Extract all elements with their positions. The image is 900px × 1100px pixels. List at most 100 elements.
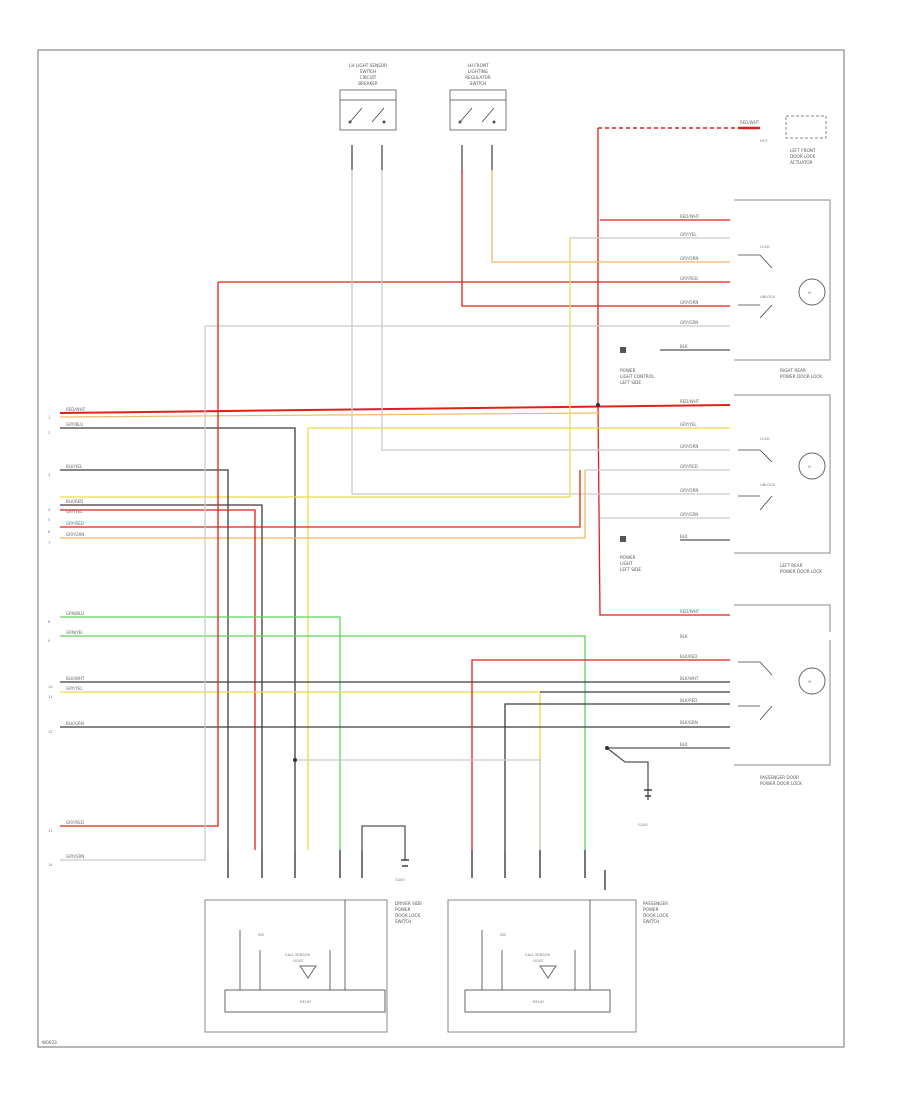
wire-green-2 xyxy=(60,635,586,850)
left-pin-number: 6 xyxy=(48,530,51,534)
passenger-relay-box xyxy=(464,989,611,1013)
lr-bottom-2: LIGHT xyxy=(620,561,633,566)
left-wire-label: BLK/YEL xyxy=(66,464,83,469)
right-switch-label-3: REGULATOR xyxy=(465,75,491,80)
left-switch-contact-a xyxy=(349,107,363,123)
lr-motor-icon xyxy=(798,452,826,480)
passenger-module-outline xyxy=(447,899,637,1033)
rr-motor-icon xyxy=(798,278,826,306)
driver-relay-box xyxy=(224,989,386,1013)
lr-wire-label: GRY/GRN xyxy=(680,512,698,517)
left-pin-number: 11 xyxy=(48,695,53,699)
lr-switch-1 xyxy=(738,449,773,463)
pass-motor-m: M xyxy=(808,680,811,684)
lr-wire-label: GRY/ORN xyxy=(680,488,698,493)
lr-wire-label: GRY/RED xyxy=(680,464,698,469)
lr-box xyxy=(734,394,831,554)
ground-passenger-label: G200 xyxy=(638,823,648,827)
left-wire-label: RED/WHT xyxy=(66,407,86,412)
left-switch-label-3: CIRCUIT xyxy=(360,75,377,80)
right-door-switch: LH FRONT LIGHTING REGULATOR SWITCH xyxy=(449,63,507,131)
left-wire-label: BLK/WHT xyxy=(66,676,85,681)
wire-pass-ground-drop xyxy=(606,747,649,800)
wire-left-5 xyxy=(60,470,581,528)
ground-left-module: G300 xyxy=(395,859,409,882)
driver-side-4: SWITCH xyxy=(395,919,411,924)
left-rear-actuator: M LOCK UNLOCK LEFT REAR POWER DOOR LOCK xyxy=(734,394,831,574)
right-switch-body xyxy=(449,89,507,131)
rr-wire-label: RED/WHT xyxy=(680,214,700,219)
left-switch-label-1: LH LIGHT SENSOR xyxy=(349,63,387,68)
pass-motor-icon xyxy=(798,667,826,695)
hot-tag: HOT xyxy=(760,139,769,143)
driver-sw-label: SW xyxy=(258,933,264,937)
lr-wire-label: GRY/ORN xyxy=(680,444,698,449)
passenger-side-4: SWITCH xyxy=(643,919,659,924)
splice-points xyxy=(293,403,609,762)
lr-ground-mark xyxy=(620,536,626,542)
wire-left-4 xyxy=(60,504,263,850)
switch-pigtails xyxy=(351,145,493,170)
fuse-box-outline xyxy=(785,115,827,139)
driver-side-1: DRIVER SIDE xyxy=(395,901,422,906)
wire-rr-5 xyxy=(461,170,730,307)
wire-left-bottom-red xyxy=(60,282,219,827)
pass-label-1: PASSENGER DOOR xyxy=(760,775,799,780)
pass-label-2: POWER DOOR LOCK xyxy=(760,781,802,786)
rr-wire-label: GRY/GRN xyxy=(680,320,698,325)
left-pin-number: 4 xyxy=(48,508,51,512)
wire-left-3 xyxy=(60,469,229,850)
splice-3 xyxy=(605,746,609,750)
lr-lock-text: LOCK xyxy=(760,437,770,441)
rr-lock-text: LOCK xyxy=(760,245,770,249)
wires xyxy=(59,128,731,861)
rr-bottom-1: POWER xyxy=(620,368,636,373)
ground-passenger: G200 xyxy=(638,789,652,827)
rr-switch-1 xyxy=(738,254,773,269)
lr-bottom-3: LEFT SIDE xyxy=(620,567,641,572)
lr-wire-labels: RED/WHTGRY/YELGRY/ORNGRY/REDGRY/ORNGRY/G… xyxy=(680,399,700,539)
left-pin-number: 5 xyxy=(48,518,50,522)
left-wire-label: GRY/YEL xyxy=(66,686,83,691)
left-door-switch: LH LIGHT SENSOR SWITCH CIRCUIT BREAKER xyxy=(339,63,397,131)
wire-left-1-red xyxy=(59,404,731,414)
wire-left-bottom-white xyxy=(60,326,206,861)
hot-wire-label: RED/WHT xyxy=(740,120,760,125)
ground-left-label: G300 xyxy=(395,878,405,882)
rr-switch-2 xyxy=(738,304,773,319)
left-wire-label: GRY/BLU xyxy=(66,422,83,427)
wire-left-4-red xyxy=(60,509,256,850)
driver-center-1: CALL SENSOR xyxy=(285,953,310,957)
left-pin-number: 10 xyxy=(48,685,53,689)
lr-label-1: LEFT REAR xyxy=(780,563,803,568)
fuse-label-3: ACTUATOR xyxy=(790,160,813,165)
right-switch-node-b xyxy=(492,120,496,124)
right-switch-contact-b xyxy=(481,107,495,123)
splice-2 xyxy=(293,758,297,762)
lr-switch-2 xyxy=(738,495,773,511)
left-wire-label: GRN/YEL xyxy=(66,630,84,635)
rr-unlock-text: UNLOCK xyxy=(760,295,776,299)
wire-left-1-orange xyxy=(59,412,601,418)
wire-left-2 xyxy=(60,427,296,850)
wire-left-orange-low xyxy=(60,470,586,539)
passenger-relay-label: RELAY xyxy=(533,1000,545,1004)
right-switch-label-4: SWITCH xyxy=(470,81,486,86)
wire-g300 xyxy=(361,825,406,860)
wire-yellow-vertical xyxy=(60,238,571,498)
left-wire-label: GRY/YEL xyxy=(66,509,83,514)
rr-bottom-3: LEFT SIDE xyxy=(620,380,641,385)
pass-wire-label: BLK/RED xyxy=(680,654,697,659)
rr-wire-label: GRY/YEL xyxy=(680,232,697,237)
lr-label-2: POWER DOOR LOCK xyxy=(780,569,822,574)
hot-fuse: RED/WHT HOT LEFT FRONT DOOR LOCK ACTUATO… xyxy=(598,115,827,165)
left-pin-number: 1 xyxy=(48,416,50,420)
right-switch-contact-a xyxy=(459,107,473,123)
wire-cross xyxy=(295,759,541,850)
pass-wire-label: BLK xyxy=(680,634,688,639)
left-switch-contact-b xyxy=(371,107,385,123)
splice-1 xyxy=(596,403,600,407)
rr-wire-label: BLK xyxy=(680,344,688,349)
rr-wire-labels: RED/WHTGRY/YELGRY/ORNGRY/REDGRY/ORNGRY/G… xyxy=(680,214,700,349)
